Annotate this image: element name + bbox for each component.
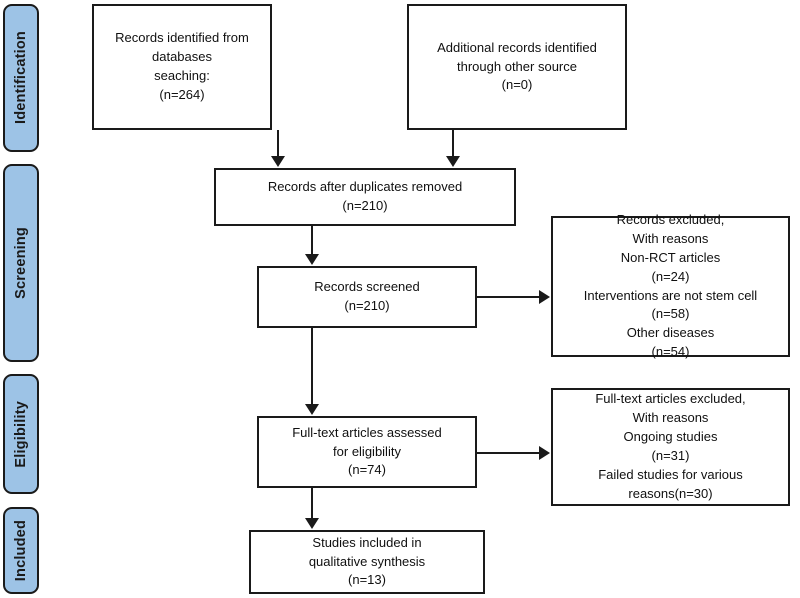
stage-bar-eligibility: Eligibility bbox=[3, 374, 39, 494]
stage-label-included: Included bbox=[13, 519, 29, 582]
box-fulltext-excluded: Full-text articles excluded, With reason… bbox=[551, 388, 790, 506]
connector-other-sources-to-duplicates bbox=[452, 130, 454, 158]
arrow-screened-to-excluded-icon bbox=[539, 290, 550, 304]
box-fulltext-excluded-text: Full-text articles excluded, With reason… bbox=[595, 391, 746, 501]
stage-bar-included: Included bbox=[3, 507, 39, 594]
arrow-fulltext-to-excluded-icon bbox=[539, 446, 550, 460]
stage-label-eligibility: Eligibility bbox=[13, 400, 29, 468]
box-records-excluded: Records excluded, With reasons Non-RCT a… bbox=[551, 212, 790, 359]
box-records-identified-databases-text: Records identified from databases seachi… bbox=[115, 30, 249, 102]
box-records-after-duplicates-text: Records after duplicates removed (n=210) bbox=[267, 179, 463, 213]
box-fulltext-assessed-text: Full-text articles assessed for eligibil… bbox=[292, 424, 442, 478]
box-records-excluded-text: Records excluded, With reasons Non-RCT a… bbox=[583, 212, 758, 360]
box-records-after-duplicates: Records after duplicates removed (n=210) bbox=[214, 168, 516, 226]
connector-fulltext-to-included bbox=[311, 488, 313, 520]
box-studies-included-qualitative: Studies included in qualitative synthesi… bbox=[249, 530, 485, 594]
arrow-other-sources-to-duplicates-icon bbox=[446, 156, 460, 167]
stage-label-screening: Screening bbox=[13, 227, 29, 299]
box-records-screened: Records screened (n=210) bbox=[257, 266, 477, 328]
arrow-databases-to-duplicates-icon bbox=[271, 156, 285, 167]
arrow-fulltext-to-included-icon bbox=[305, 518, 319, 529]
box-records-identified-databases: Records identified from databases seachi… bbox=[92, 4, 272, 130]
connector-screened-to-excluded bbox=[477, 296, 541, 298]
connector-databases-to-duplicates bbox=[277, 130, 279, 158]
stage-bar-identification: Identification bbox=[3, 4, 39, 152]
box-records-screened-text: Records screened (n=210) bbox=[314, 279, 420, 313]
stage-label-identification: Identification bbox=[13, 31, 29, 125]
connector-screened-to-fulltext bbox=[311, 328, 313, 406]
connector-fulltext-to-excluded bbox=[477, 452, 541, 454]
stage-bar-screening: Screening bbox=[3, 164, 39, 362]
box-additional-records-other-sources-text: Additional records identified through ot… bbox=[437, 39, 597, 93]
box-studies-included-qualitative-text: Studies included in qualitative synthesi… bbox=[308, 534, 426, 588]
arrow-duplicates-to-screened-icon bbox=[305, 254, 319, 265]
box-fulltext-assessed: Full-text articles assessed for eligibil… bbox=[257, 416, 477, 488]
box-additional-records-other-sources: Additional records identified through ot… bbox=[407, 4, 627, 130]
connector-duplicates-to-screened bbox=[311, 226, 313, 256]
arrow-screened-to-fulltext-icon bbox=[305, 404, 319, 415]
